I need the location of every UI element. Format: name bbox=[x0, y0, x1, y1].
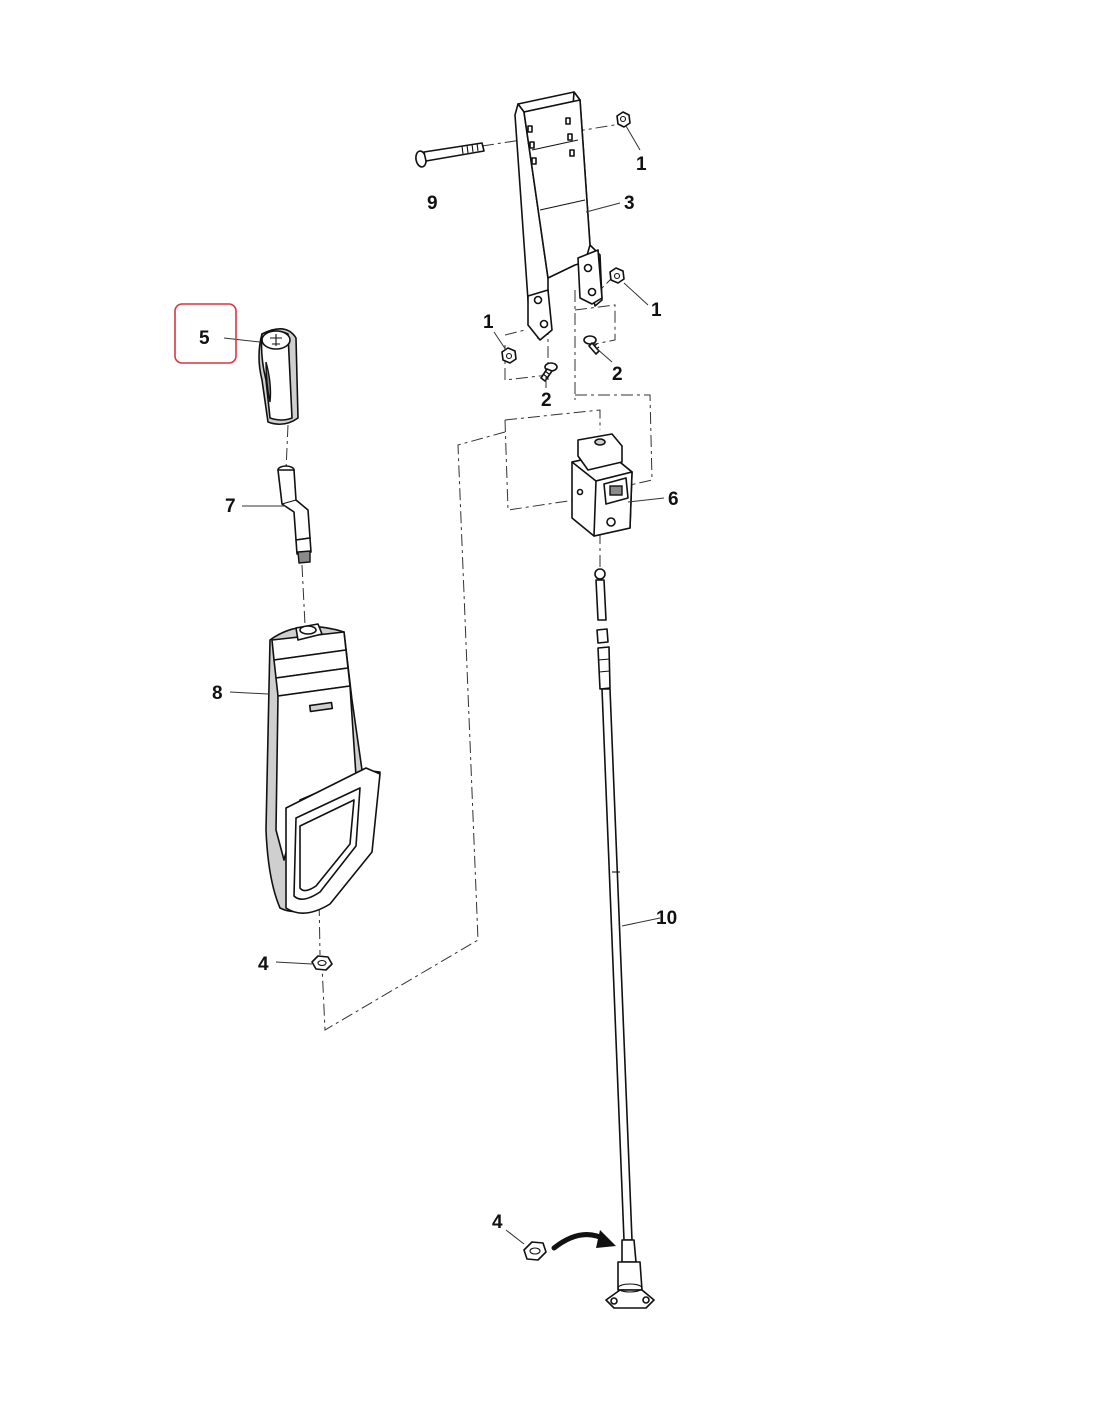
callout-9[interactable]: 9 bbox=[427, 193, 438, 214]
callout-6[interactable]: 6 bbox=[668, 489, 679, 510]
selected-part-highlight bbox=[174, 303, 237, 364]
assembly-lines bbox=[285, 123, 653, 1031]
callout-1-left[interactable]: 1 bbox=[483, 312, 494, 333]
nut-part-1-top[interactable] bbox=[616, 111, 631, 128]
screw-part-2-right[interactable] bbox=[583, 335, 600, 355]
callout-2-left[interactable]: 2 bbox=[541, 390, 552, 411]
callout-1-top[interactable]: 1 bbox=[636, 154, 647, 175]
callout-5[interactable]: 5 bbox=[199, 328, 210, 349]
callout-3[interactable]: 3 bbox=[624, 193, 635, 214]
cable-part-10[interactable] bbox=[594, 568, 655, 1309]
bracket-part-3[interactable] bbox=[514, 91, 603, 341]
boot-part-8[interactable] bbox=[265, 623, 381, 914]
leader-lines bbox=[223, 125, 665, 1245]
switch-part-6[interactable] bbox=[571, 433, 633, 537]
callout-2-right[interactable]: 2 bbox=[612, 364, 623, 385]
nut-part-1-right[interactable] bbox=[609, 267, 625, 284]
curved-arrow-icon bbox=[551, 1230, 616, 1251]
nut-part-4-top[interactable] bbox=[311, 955, 333, 971]
callout-7[interactable]: 7 bbox=[225, 496, 236, 517]
screw-part-2-left[interactable] bbox=[540, 362, 558, 382]
callout-10[interactable]: 10 bbox=[656, 908, 677, 929]
callout-1-right[interactable]: 1 bbox=[651, 300, 662, 321]
callout-4-bottom[interactable]: 4 bbox=[492, 1212, 503, 1233]
callout-4-top[interactable]: 4 bbox=[258, 954, 269, 975]
lever-part-7[interactable] bbox=[277, 465, 312, 564]
bolt-part-9[interactable] bbox=[415, 142, 485, 168]
knob-part-5[interactable] bbox=[258, 328, 299, 426]
callout-8[interactable]: 8 bbox=[212, 683, 223, 704]
nut-part-1-left[interactable] bbox=[501, 347, 517, 364]
nut-part-4-bottom[interactable] bbox=[523, 1241, 547, 1261]
